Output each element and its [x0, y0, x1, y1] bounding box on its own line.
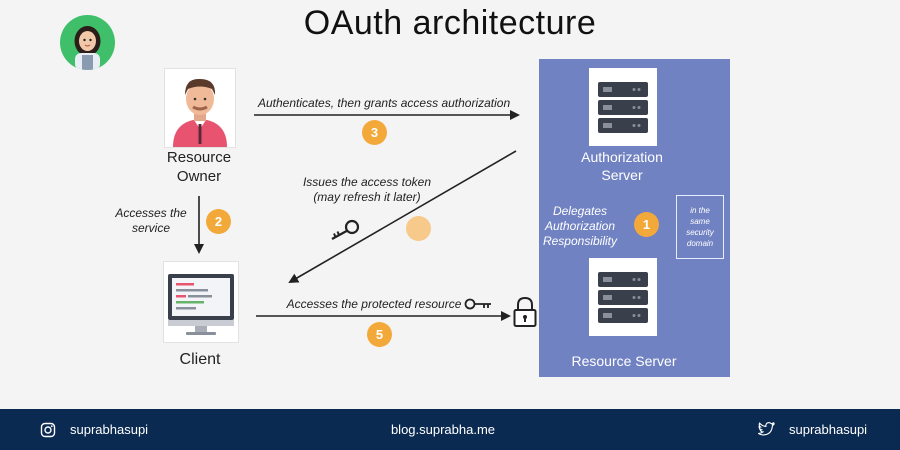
instagram-icon	[40, 422, 56, 437]
authorization-server-card	[589, 68, 657, 146]
person-icon	[173, 78, 227, 147]
key-icon	[464, 298, 491, 310]
resource-server-card	[589, 258, 657, 336]
twitter-link[interactable]: suprabhasupi	[758, 409, 867, 450]
step2-label: Accesses the service	[115, 206, 187, 235]
step1-label: Delegates Authorization Responsibility	[542, 204, 618, 248]
server-icon	[598, 82, 648, 133]
security-domain-note: in the same security domain	[676, 195, 724, 259]
step4-badge	[406, 216, 431, 241]
step4-label: Issues the access token (may refresh it …	[302, 175, 432, 204]
resource-owner-card	[164, 68, 236, 148]
step2-badge: 2	[206, 209, 231, 234]
page-title: OAuth architecture	[303, 4, 597, 42]
twitter-icon	[758, 422, 775, 436]
footer: suprabhasupi blog.suprabha.me suprabhasu…	[0, 409, 900, 450]
step3-label: Authenticates, then grants access author…	[258, 96, 511, 110]
server-icon	[598, 272, 648, 323]
instagram-handle: suprabhasupi	[70, 422, 149, 437]
arrow-step4	[288, 150, 517, 284]
step1-badge: 1	[634, 212, 659, 237]
step3-badge: 3	[362, 120, 387, 145]
step5-badge: 5	[367, 322, 392, 347]
authorization-server-label: Authorization Server	[581, 149, 663, 183]
avatar	[60, 15, 115, 70]
twitter-handle: suprabhasupi	[789, 422, 868, 437]
arrows-layer	[194, 110, 633, 321]
blog-url: blog.suprabha.me	[390, 422, 496, 437]
step5-label: Accesses the protected resource	[286, 297, 462, 311]
client-card	[163, 261, 239, 343]
security-domain-note-text: in the same security domain	[686, 206, 714, 248]
resource-owner-label: Resource Owner	[166, 149, 232, 185]
monitor-icon	[168, 274, 234, 335]
resource-server-label: Resource Server	[571, 353, 677, 369]
lock-icon	[513, 296, 537, 327]
instagram-link[interactable]: suprabhasupi	[40, 409, 148, 450]
key-icon	[331, 219, 360, 240]
client-label: Client	[179, 351, 221, 368]
blog-link[interactable]: blog.suprabha.me	[0, 409, 886, 450]
